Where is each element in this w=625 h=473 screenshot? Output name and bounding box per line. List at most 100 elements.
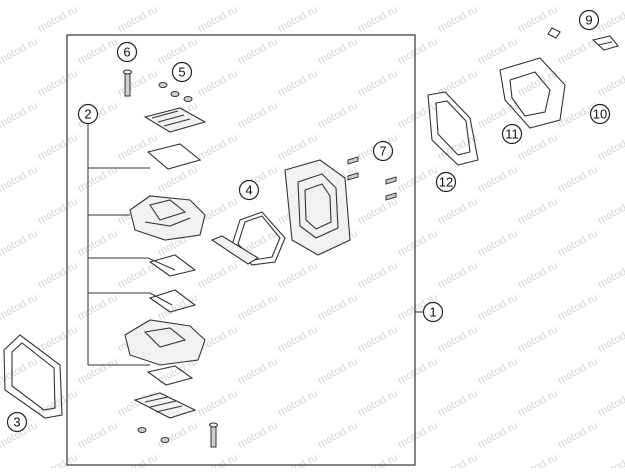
watermark-text: motod.ru bbox=[516, 4, 560, 35]
watermark-text: motod.ru bbox=[76, 356, 120, 387]
watermark-text: motod.ru bbox=[516, 132, 560, 163]
callout-11: 11 bbox=[501, 123, 523, 145]
svg-text:9: 9 bbox=[585, 13, 592, 28]
watermark-text: motod.ru bbox=[116, 68, 160, 99]
watermark-text: motod.ru bbox=[0, 100, 40, 131]
watermark-text: motod.ru bbox=[0, 164, 40, 195]
part-5-screws bbox=[158, 82, 193, 102]
svg-text:2: 2 bbox=[84, 107, 91, 122]
watermark-text: motod.ru bbox=[316, 36, 360, 67]
part-11-plate bbox=[499, 57, 566, 129]
callout-1: 1 bbox=[422, 301, 444, 323]
watermark-text: motod.ru bbox=[516, 324, 560, 355]
callout-6: 6 bbox=[116, 41, 138, 63]
callout-5: 5 bbox=[171, 61, 193, 83]
watermark-text: motod.ru bbox=[76, 0, 120, 3]
watermark-text: motod.ru bbox=[196, 388, 240, 419]
watermark-text: motod.ru bbox=[76, 292, 120, 323]
part-7-screws bbox=[347, 156, 397, 201]
watermark-text: motod.ru bbox=[436, 452, 480, 468]
watermark-text: motod.ru bbox=[316, 292, 360, 323]
watermark-text: motod.ru bbox=[476, 356, 520, 387]
watermark-text: motod.ru bbox=[596, 132, 625, 163]
callout-2: 2 bbox=[77, 103, 99, 125]
watermark-text: motod.ru bbox=[36, 196, 80, 227]
watermark-text: motod.ru bbox=[36, 4, 80, 35]
part-6-bolt bbox=[122, 69, 133, 97]
watermark-text: motod.ru bbox=[36, 388, 80, 419]
watermark-text: motod.ru bbox=[476, 420, 520, 451]
reed-cage-lower bbox=[124, 319, 206, 366]
svg-text:7: 7 bbox=[379, 144, 386, 159]
top-plate bbox=[143, 107, 207, 133]
leader-line-2-d bbox=[88, 292, 173, 306]
watermark-text: motod.ru bbox=[436, 68, 480, 99]
watermark-text: motod.ru bbox=[396, 356, 440, 387]
watermark-text: motod.ru bbox=[36, 260, 80, 291]
watermark-text: motod.ru bbox=[276, 4, 320, 35]
callout-4: 4 bbox=[238, 179, 260, 201]
watermark-text: motod.ru bbox=[436, 4, 480, 35]
watermark-text: motod.ru bbox=[436, 196, 480, 227]
intake-housing bbox=[284, 159, 351, 256]
watermark-text: motod.ru bbox=[276, 132, 320, 163]
watermark-text: motod.ru bbox=[516, 452, 560, 468]
watermark-text: motod.ru bbox=[116, 4, 160, 35]
watermark-text: motod.ru bbox=[356, 260, 400, 291]
watermark-text: motod.ru bbox=[0, 292, 40, 323]
svg-text:3: 3 bbox=[13, 415, 20, 430]
watermark-text: motod.ru bbox=[396, 100, 440, 131]
svg-text:4: 4 bbox=[245, 183, 252, 198]
svg-text:11: 11 bbox=[505, 127, 519, 142]
watermark-text: motod.ru bbox=[596, 68, 625, 99]
watermark-text: motod.ru bbox=[276, 324, 320, 355]
reed-petal-lower bbox=[148, 289, 197, 313]
watermark-text: motod.ru bbox=[276, 68, 320, 99]
watermark-text: motod.ru bbox=[436, 260, 480, 291]
watermark-text: motod.ru bbox=[0, 36, 40, 67]
watermark-text: motod.ru bbox=[276, 388, 320, 419]
watermark-text: motod.ru bbox=[556, 292, 600, 323]
watermark-text: motod.ru bbox=[476, 228, 520, 259]
watermark-text: motod.ru bbox=[196, 68, 240, 99]
watermark-text: motod.ru bbox=[156, 0, 200, 3]
watermark-text: motod.ru bbox=[76, 420, 120, 451]
watermark-text: motod.ru bbox=[396, 164, 440, 195]
watermark-text: motod.ru bbox=[476, 164, 520, 195]
watermark-text: motod.ru bbox=[236, 292, 280, 323]
spacer-bar bbox=[210, 235, 260, 265]
reed-petal-top bbox=[146, 143, 202, 170]
watermark-text: motod.ru bbox=[356, 196, 400, 227]
callouts: 1 2 3 4 5 6 7 9 bbox=[6, 9, 611, 433]
watermark-text: motod.ru bbox=[516, 260, 560, 291]
watermark-text: motod.ru bbox=[116, 132, 160, 163]
watermark-text: motod.ru bbox=[396, 420, 440, 451]
svg-text:10: 10 bbox=[593, 107, 607, 122]
watermark-text: motod.ru bbox=[196, 260, 240, 291]
part-9-clip bbox=[547, 27, 561, 39]
watermark-text: motod.ru bbox=[596, 324, 625, 355]
assembly-frame bbox=[66, 34, 416, 466]
watermark-text: motod.ru bbox=[556, 0, 600, 3]
watermark-text: motod.ru bbox=[476, 36, 520, 67]
callout-10: 10 bbox=[589, 103, 611, 125]
callout-7: 7 bbox=[372, 140, 394, 162]
leader-lines bbox=[87, 124, 424, 366]
watermark-text: motod.ru bbox=[236, 36, 280, 67]
watermark-text: motod.ru bbox=[476, 292, 520, 323]
watermark-text: motod.ru bbox=[76, 36, 120, 67]
watermark-text: motod.ru bbox=[36, 132, 80, 163]
watermark-text: motod.ru bbox=[0, 356, 40, 387]
watermark-text: motod.ru bbox=[596, 260, 625, 291]
watermark-text: motod.ru bbox=[476, 0, 520, 3]
watermark-text: motod.ru bbox=[156, 36, 200, 67]
watermark-text: motod.ru bbox=[436, 324, 480, 355]
watermark-text: motod.ru bbox=[236, 100, 280, 131]
watermark-text: motod.ru bbox=[356, 324, 400, 355]
watermark-text: motod.ru bbox=[196, 4, 240, 35]
watermark-text: motod.ru bbox=[556, 420, 600, 451]
watermark-text: motod.ru bbox=[316, 356, 360, 387]
watermark-text: motod.ru bbox=[0, 0, 40, 3]
